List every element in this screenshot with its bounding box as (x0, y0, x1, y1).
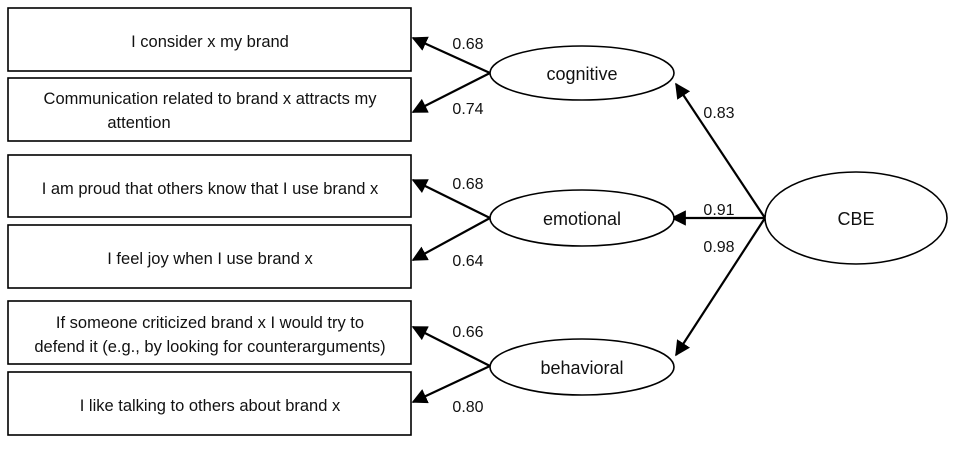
item-text-i5-line2: defend it (e.g., by looking for countera… (34, 338, 385, 356)
item-box-i4: I feel joy when I use brand x (7, 224, 412, 289)
loading-value-cognitive-i2: 0.74 (452, 101, 483, 118)
loading-arrow-cognitive-i1 (411, 36, 491, 75)
loading-arrow-behavioral-i6 (411, 365, 491, 404)
path-value-emotional: 0.91 (703, 202, 734, 219)
path-value-cognitive: 0.83 (703, 105, 734, 122)
factor-label-emotional: emotional (543, 209, 621, 229)
loading-value-behavioral-i6: 0.80 (452, 399, 483, 416)
item-box-i1: I consider x my brand (7, 7, 412, 72)
factor-node-behavioral: behavioral (489, 338, 675, 396)
factor-node-cognitive: cognitive (489, 45, 675, 101)
loading-arrow-behavioral-i5 (411, 326, 491, 367)
item-box-i5: If someone criticized brand x I would tr… (7, 300, 412, 365)
factor-label-behavioral: behavioral (540, 358, 623, 378)
path-arrow-behavioral (675, 217, 766, 357)
item-box-i3: I am proud that others know that I use b… (7, 154, 412, 218)
loading-arrow-cognitive-i2 (411, 72, 491, 113)
loading-arrow-emotional-i3 (411, 179, 491, 219)
item-box-i6: I like talking to others about brand x (7, 371, 412, 436)
item-text-i4: I feel joy when I use brand x (107, 250, 313, 268)
item-text-i5-line1: If someone criticized brand x I would tr… (56, 314, 364, 332)
loading-value-cognitive-i1: 0.68 (452, 36, 483, 53)
item-box-i2: Communication related to brand x attract… (7, 77, 412, 142)
item-text-i2-line1: Communication related to brand x attract… (44, 90, 378, 108)
item-text-i2-line2: attention (107, 114, 170, 132)
loading-value-emotional-i3: 0.68 (452, 176, 483, 193)
factor-node-emotional: emotional (489, 189, 675, 247)
root-node-cbe: CBE (764, 171, 948, 265)
loading-arrow-emotional-i4 (411, 217, 491, 261)
path-arrow-cognitive (675, 82, 766, 219)
item-text-i6: I like talking to others about brand x (80, 397, 341, 415)
factor-label-cognitive: cognitive (546, 64, 617, 84)
root-label: CBE (837, 209, 874, 229)
loading-value-behavioral-i5: 0.66 (452, 324, 483, 341)
loading-value-emotional-i4: 0.64 (452, 253, 483, 270)
item-text-i3: I am proud that others know that I use b… (42, 180, 379, 198)
path-value-behavioral: 0.98 (703, 239, 734, 256)
item-text-i1: I consider x my brand (131, 33, 289, 51)
